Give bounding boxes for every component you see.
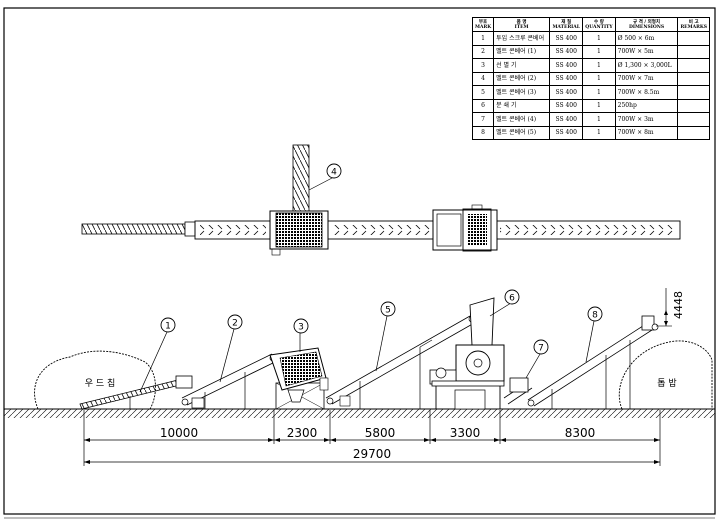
cell-qty: 1 <box>582 31 616 46</box>
cell-dim: 700W × 5m <box>614 44 679 59</box>
cell-mark: 3 <box>471 58 495 73</box>
cell-remarks <box>677 58 710 73</box>
sawdust-label: 톱 밥 <box>657 378 676 389</box>
plan-crusher <box>432 209 498 251</box>
cell-dim: Ø 1,300 × 3,000L <box>614 58 679 73</box>
cell-dim: 700W × 8m <box>614 125 679 140</box>
cell-remarks <box>677 31 710 46</box>
callout-8: 8 <box>592 311 598 321</box>
dimension-lines <box>83 410 661 466</box>
belt-conveyor-5 <box>527 323 653 407</box>
elevation-view <box>4 176 715 466</box>
cell-item: 벨트 콘베어 (5) <box>493 125 551 140</box>
dim-10000: 10000 <box>160 426 198 440</box>
table-row: 5 벨트 콘베어 (3) SS 400 1 700W × 8.5m <box>471 85 710 100</box>
cell-material: SS 400 <box>549 98 584 113</box>
table-row: 8 벨트 콘베어 (5) SS 400 1 700W × 8m <box>471 125 710 140</box>
cell-material: SS 400 <box>549 71 584 86</box>
cell-mark: 7 <box>471 112 495 127</box>
dim-5800: 5800 <box>365 426 396 440</box>
cell-item: 분 쇄 기 <box>493 98 551 113</box>
belt-conveyor-3 <box>325 315 477 405</box>
table-row: 7 벨트 콘베어 (4) SS 400 1 700W × 3m <box>471 112 710 127</box>
cell-qty: 1 <box>582 125 616 140</box>
cell-qty: 1 <box>582 71 616 86</box>
cell-qty: 1 <box>582 98 616 113</box>
table-row: 3 선 별 기 SS 400 1 Ø 1,300 × 3,000L <box>471 58 710 73</box>
cell-item: 벨트 콘베어 (2) <box>493 71 551 86</box>
cell-remarks <box>677 71 710 86</box>
cell-item: 벨트 콘베어 (3) <box>493 85 551 100</box>
cell-item: 투입 스크루 콘베어 <box>493 31 551 46</box>
dim-height: 4448 <box>672 291 685 319</box>
cell-remarks <box>677 85 710 100</box>
dim-total: 29700 <box>353 447 391 461</box>
cell-qty: 1 <box>582 85 616 100</box>
cell-qty: 1 <box>582 58 616 73</box>
dim-8300: 8300 <box>565 426 596 440</box>
plan-screw-conveyor <box>81 223 186 235</box>
dim-3300: 3300 <box>450 426 481 440</box>
callout-5: 5 <box>385 306 391 316</box>
crusher <box>429 297 505 410</box>
callout-4: 4 <box>331 168 337 178</box>
cell-remarks <box>677 44 710 59</box>
cell-mark: 1 <box>471 31 495 46</box>
cell-mark: 4 <box>471 71 495 86</box>
cell-dim: Ø 500 × 6m <box>614 31 679 46</box>
callout-3: 3 <box>298 323 304 333</box>
cell-material: SS 400 <box>549 31 584 46</box>
callout-1: 1 <box>165 322 171 332</box>
cell-mark: 8 <box>471 125 495 140</box>
cell-dim: 700W × 8.5m <box>614 85 679 100</box>
callout-2: 2 <box>232 319 238 329</box>
cell-dim: 250hp <box>614 98 679 113</box>
table-row: 1 투입 스크루 콘베어 SS 400 1 Ø 500 × 6m <box>471 31 710 46</box>
screener <box>269 347 329 410</box>
table-row: 2 벨트 콘베어 (1) SS 400 1 700W × 5m <box>471 44 710 59</box>
callout-6: 6 <box>509 294 515 304</box>
cell-remarks <box>677 98 710 113</box>
plan-screener <box>275 212 323 248</box>
table-row: 6 분 쇄 기 SS 400 1 250hp <box>471 98 710 113</box>
callout-leaders <box>139 176 595 393</box>
belt-conveyor-1 <box>181 353 278 406</box>
cell-item: 벨트 콘베어 (4) <box>493 112 551 127</box>
cell-material: SS 400 <box>549 58 584 73</box>
plan-view <box>81 144 681 256</box>
cell-item: 선 별 기 <box>493 58 551 73</box>
cell-material: SS 400 <box>549 125 584 140</box>
cell-material: SS 400 <box>549 85 584 100</box>
cell-qty: 1 <box>582 112 616 127</box>
table-row: 4 벨트 콘베어 (2) SS 400 1 700W × 7m <box>471 71 710 86</box>
cell-mark: 2 <box>471 44 495 59</box>
plan-conveyor-4 <box>292 144 310 214</box>
cell-material: SS 400 <box>549 112 584 127</box>
cell-mark: 5 <box>471 85 495 100</box>
callout-7: 7 <box>538 344 544 354</box>
callout-circles <box>160 163 603 355</box>
dim-2300: 2300 <box>287 426 318 440</box>
ground-hatch <box>4 409 715 418</box>
cell-mark: 6 <box>471 98 495 113</box>
wood-chip-label: 우 드 칩 <box>85 378 116 389</box>
sawdust-pile <box>618 340 713 410</box>
cell-dim: 700W × 7m <box>614 71 679 86</box>
cell-material: SS 400 <box>549 44 584 59</box>
cell-dim: 700W × 3m <box>614 112 679 127</box>
drawing-border <box>3 7 716 515</box>
cell-remarks <box>677 125 710 140</box>
cell-item: 벨트 콘베어 (1) <box>493 44 551 59</box>
cell-qty: 1 <box>582 44 616 59</box>
cell-remarks <box>677 112 710 127</box>
